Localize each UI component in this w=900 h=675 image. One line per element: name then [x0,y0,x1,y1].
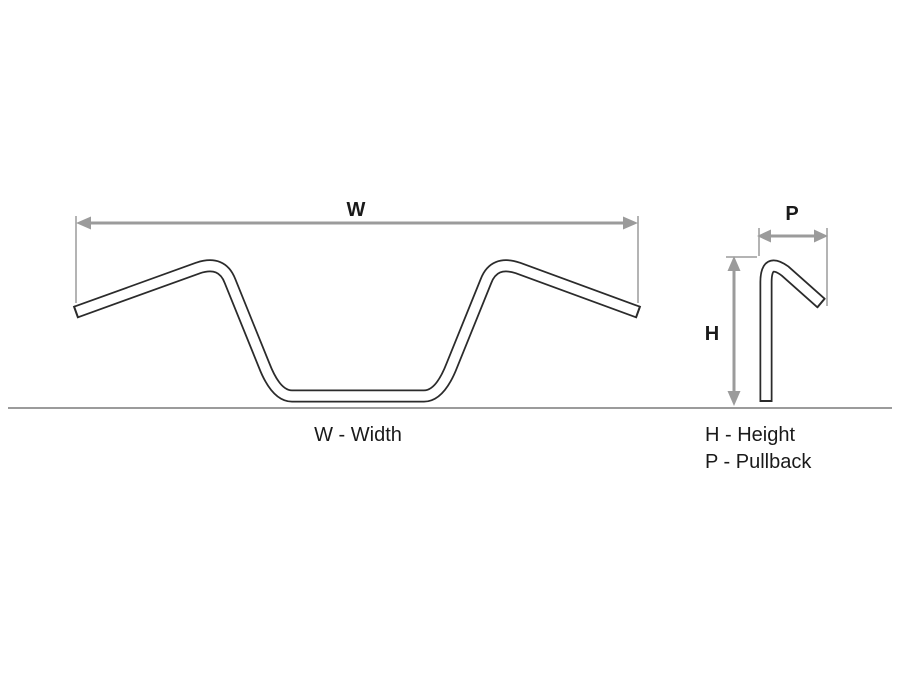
pullback-arrowhead-left [757,229,771,243]
handlebar-side-outer [759,259,826,401]
height-symbol: H [705,323,719,345]
height-arrowhead-top [727,256,741,271]
height-arrowhead-bottom [727,391,741,406]
width-arrowhead-left [76,216,91,230]
width-dimension: W [75,199,639,303]
handlebar-front-inner [74,261,640,401]
pullback-arrowhead-right [814,229,828,243]
handlebar-front-view [72,259,642,403]
pullback-legend-label: P - Pullback [705,451,812,473]
handlebar-front-end-cap-right [634,305,642,319]
pullback-dimension: P [757,203,828,306]
height-legend-label: H - Height [705,424,795,446]
height-dimension: H [705,256,757,406]
width-symbol: W [347,199,366,221]
handlebar-side-inner [761,261,825,401]
pullback-symbol: P [785,203,798,225]
width-arrowhead-right [623,216,638,230]
handlebar-side-end-cap-top [816,297,826,309]
handlebar-side-view [759,259,826,402]
handlebar-front-end-cap-left [72,305,80,319]
width-legend-label: W - Width [314,424,402,446]
